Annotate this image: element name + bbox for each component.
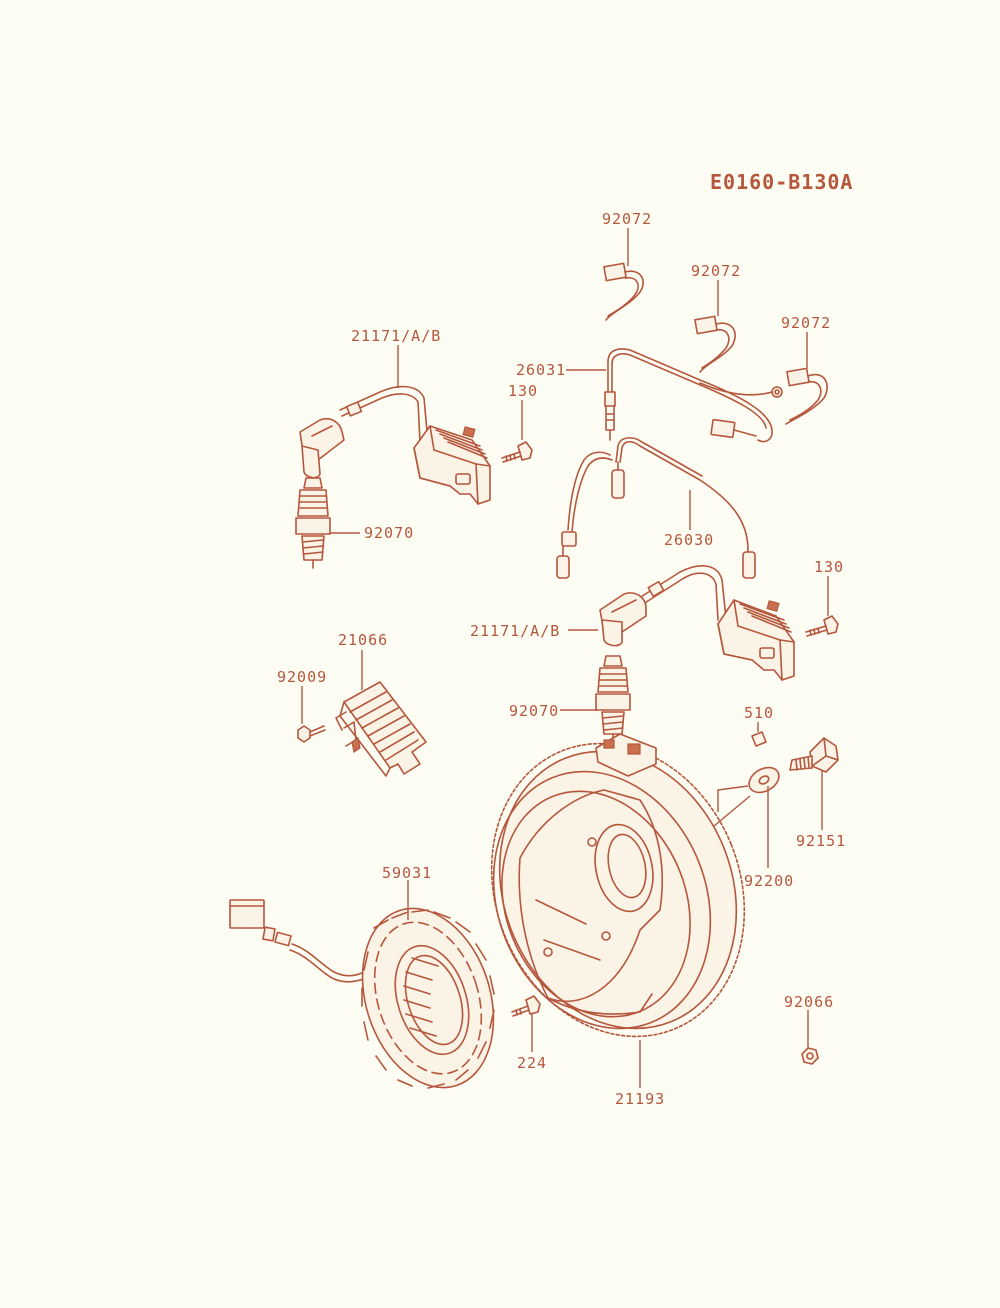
leader-lines	[301, 228, 829, 1088]
spark-plug-92070-lower[interactable]	[595, 655, 631, 743]
ignition-coil-21171-lower[interactable]	[599, 565, 795, 681]
flywheel-21193[interactable]	[449, 705, 788, 1075]
assembly-line	[713, 785, 751, 827]
bolt-130-upper[interactable]	[501, 441, 533, 463]
label-224: 224	[517, 1054, 547, 1072]
connector-92072-top[interactable]	[603, 262, 644, 321]
wire-harness-26030[interactable]	[556, 437, 756, 579]
spark-plug-92070-upper[interactable]	[295, 477, 331, 569]
label-21171-upper: 21171/A/B	[351, 327, 441, 345]
bolt-92151[interactable]	[789, 737, 839, 773]
label-26030: 26030	[664, 531, 714, 549]
bolt-130-lower[interactable]	[805, 615, 839, 637]
label-92072-right: 92072	[781, 314, 831, 332]
label-92009: 92009	[277, 668, 327, 686]
bolt-224[interactable]	[511, 995, 541, 1017]
ignition-coil-21171-upper[interactable]	[299, 385, 491, 505]
label-21066: 21066	[338, 631, 388, 649]
label-21193: 21193	[615, 1090, 665, 1108]
connector-92072-right[interactable]	[785, 367, 828, 425]
washer-92200[interactable]	[745, 762, 784, 797]
label-92200: 92200	[744, 872, 794, 890]
diagram-code: E0160-B130A	[710, 170, 853, 194]
key-510[interactable]	[751, 731, 767, 747]
label-92066: 92066	[784, 993, 834, 1011]
label-92072-middle: 92072	[691, 262, 741, 280]
screw-92009[interactable]	[297, 725, 326, 743]
label-130-upper: 130	[508, 382, 538, 400]
part-labels: 92072 92072 92072 21171/A/B 26031 130 92…	[277, 210, 846, 1108]
label-21171-lower: 21171/A/B	[470, 622, 560, 640]
label-92070-upper: 92070	[364, 524, 414, 542]
label-92072-top: 92072	[602, 210, 652, 228]
regulator-21066[interactable]	[335, 681, 427, 777]
label-130-lower: 130	[814, 558, 844, 576]
label-510: 510	[744, 704, 774, 722]
label-92151: 92151	[796, 832, 846, 850]
connector-92072-middle[interactable]	[694, 315, 736, 373]
stator-59031[interactable]	[229, 891, 515, 1104]
label-92070-lower: 92070	[509, 702, 559, 720]
label-59031: 59031	[382, 864, 432, 882]
nut-92066[interactable]	[801, 1047, 819, 1065]
label-26031: 26031	[516, 361, 566, 379]
wire-harness-26031[interactable]	[604, 348, 783, 443]
